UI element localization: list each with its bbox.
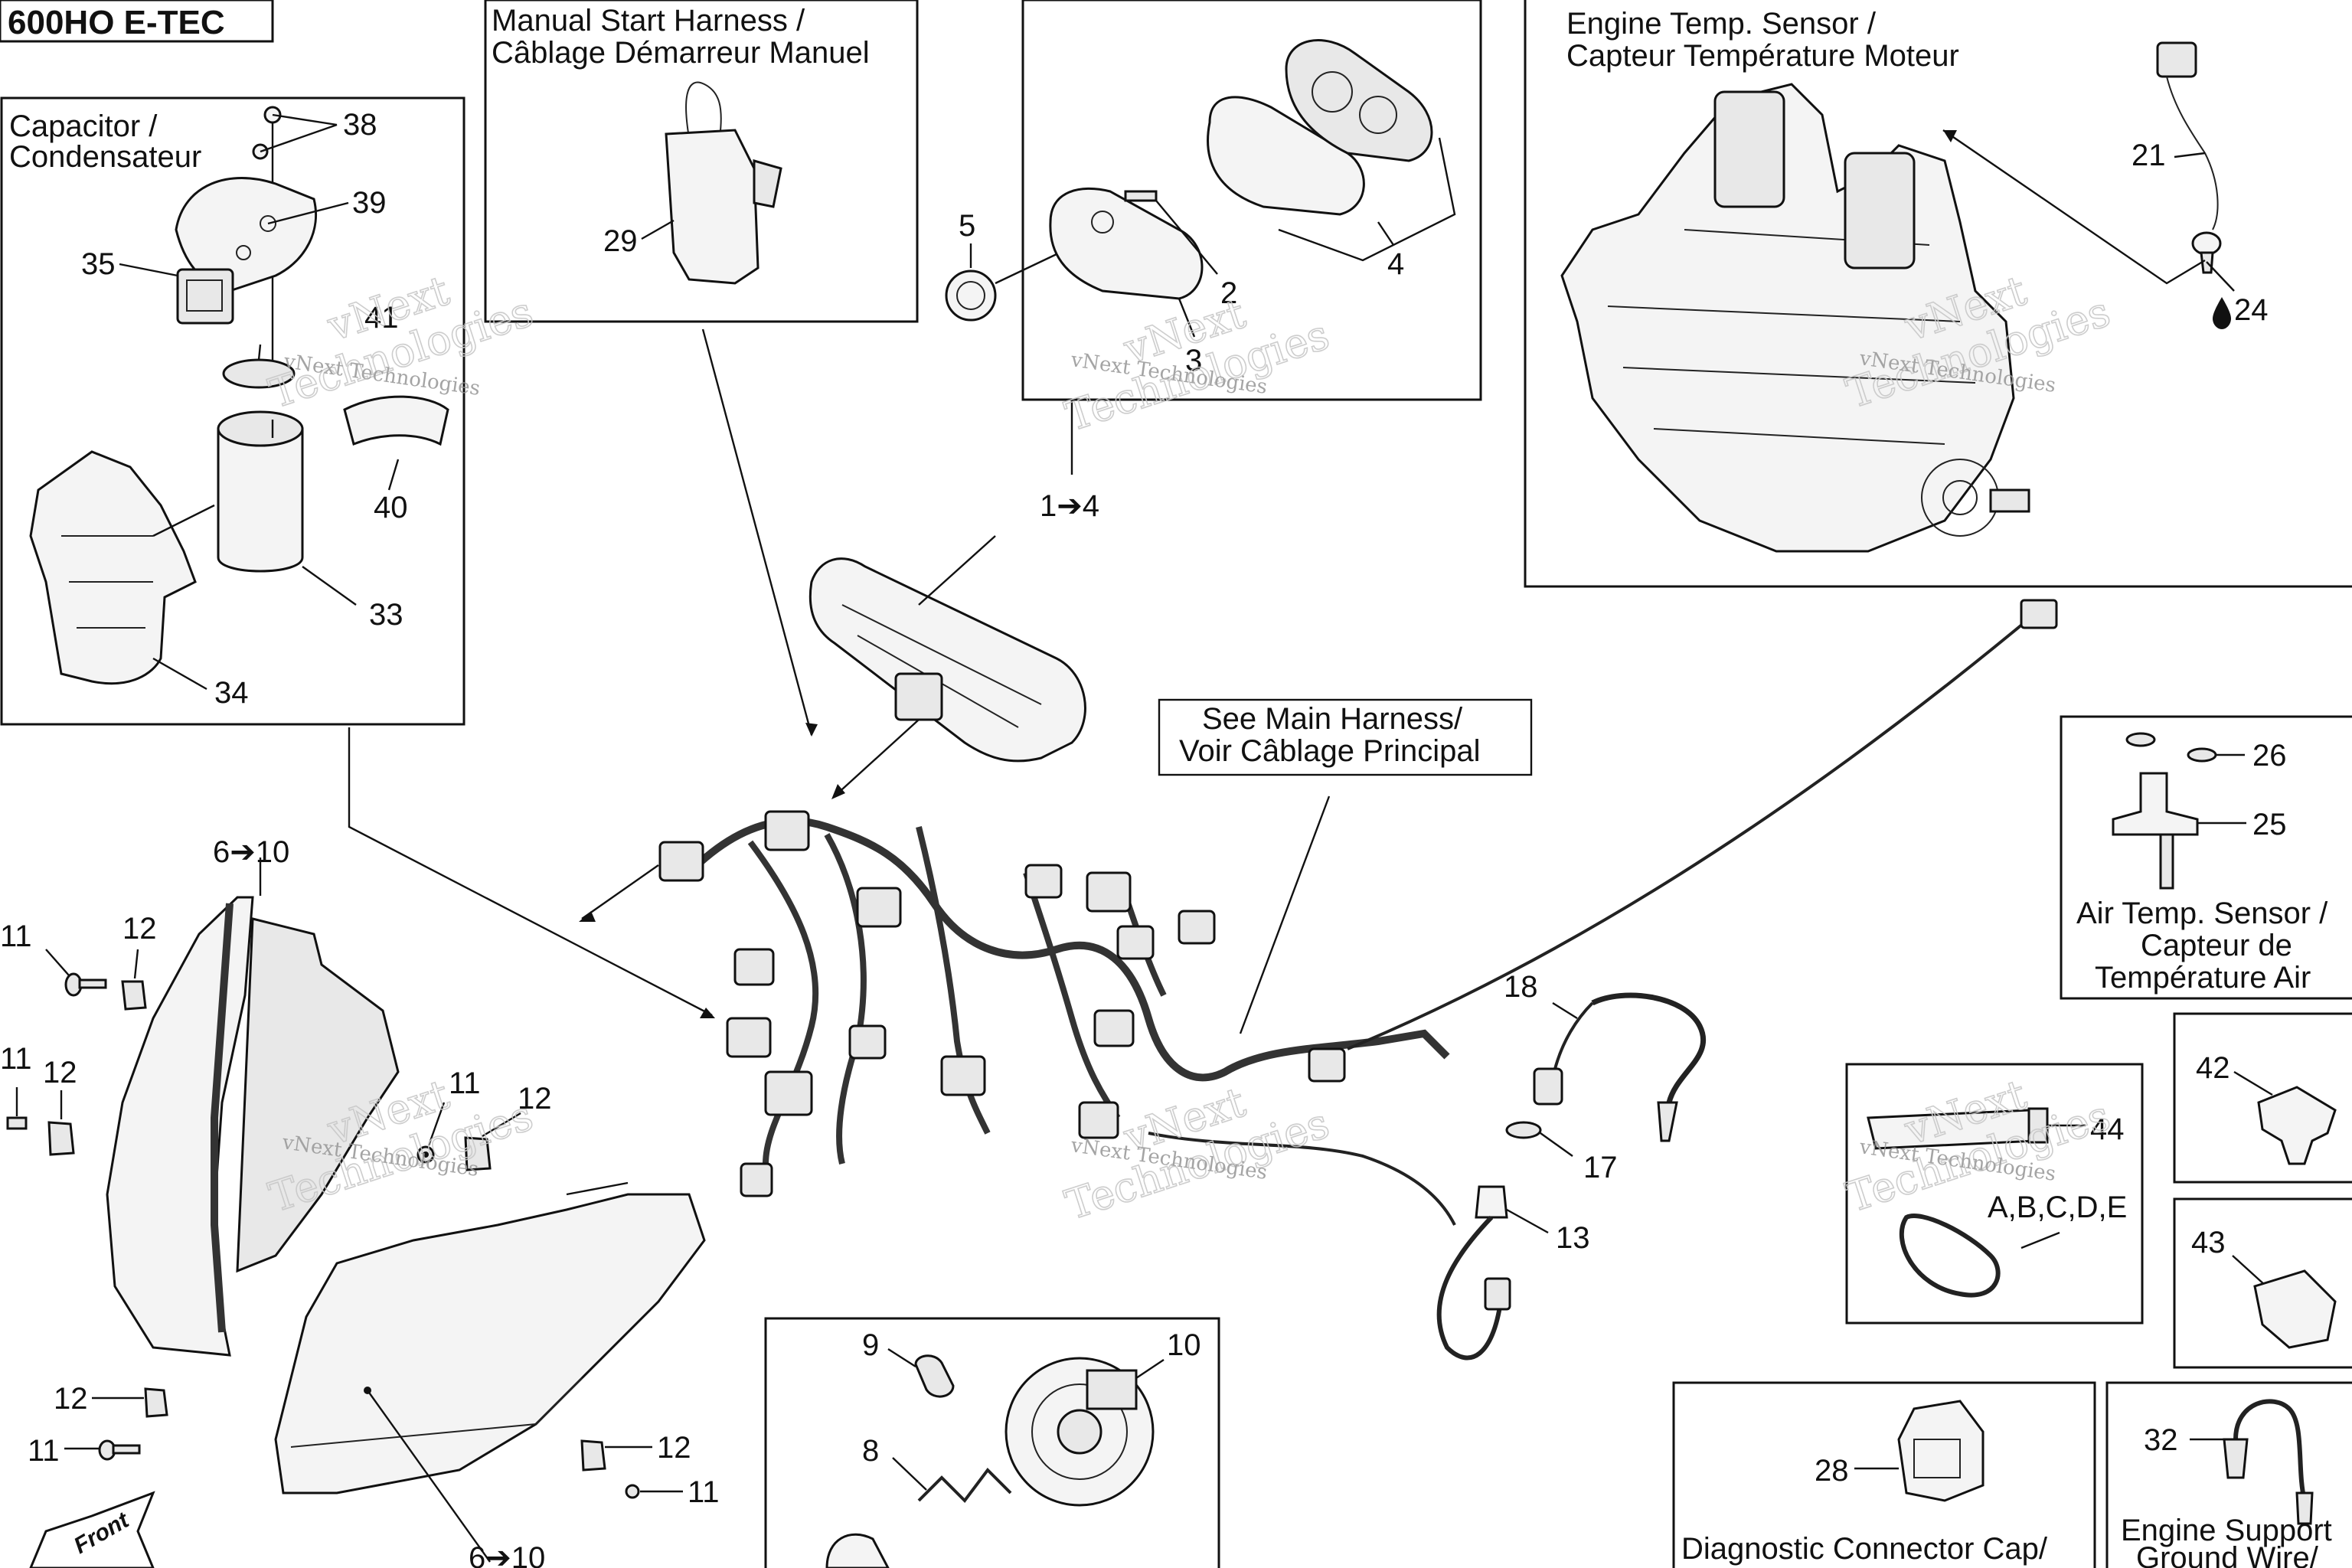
- callout-11-a: 11: [0, 920, 32, 953]
- engine-support-box: 32 Engine Support Ground Wire/: [2105, 1381, 2352, 1568]
- callout-11-d: 11: [28, 1434, 60, 1468]
- engine-support-label-en: Engine Support: [2121, 1514, 2332, 1547]
- callout-34: 34: [214, 676, 249, 710]
- bulb-box: 9 10 8: [764, 1317, 1220, 1568]
- callout-3: 3: [1185, 344, 1202, 377]
- callout-5: 5: [959, 209, 975, 243]
- callout-4: 4: [1387, 247, 1404, 281]
- air-temp-label-fr1: Capteur de: [2141, 929, 2292, 962]
- callout-33: 33: [369, 598, 403, 632]
- callout-41: 41: [364, 301, 399, 335]
- headlight-lens: 6➔10: [274, 1181, 706, 1568]
- callout-40: 40: [374, 491, 408, 524]
- manual-start-label-fr: Câblage Démarreur Manuel: [492, 36, 870, 70]
- watermarks: vNext Technologies vNext Technologies vN…: [263, 266, 2116, 1230]
- callout-42: 42: [2196, 1051, 2230, 1085]
- callout-25: 25: [2252, 808, 2287, 841]
- air-temp-box: 26 25 Air Temp. Sensor / Capteur de Temp…: [2060, 715, 2352, 1000]
- part-44-box: 44 A,B,C,D,E: [1845, 1063, 2144, 1325]
- diagnostic-label: Diagnostic Connector Cap/: [1681, 1532, 2048, 1566]
- callout-11-b: 11: [0, 1042, 32, 1076]
- headlight-housing: 6➔10: [106, 835, 400, 1357]
- callout-12-a: 12: [122, 912, 157, 946]
- callout-12-b: 12: [43, 1056, 77, 1089]
- callout-24: 24: [2234, 293, 2269, 327]
- callout-44: 44: [2090, 1112, 2125, 1146]
- callout-12-e: 12: [657, 1431, 691, 1465]
- diagnostic-box: 28 Diagnostic Connector Cap/: [1672, 1381, 2096, 1568]
- capacitor-box: Capacitor / Condensateur 38: [0, 96, 466, 726]
- callout-29: 29: [603, 224, 638, 258]
- callout-39: 39: [352, 186, 387, 220]
- callout-11-c: 11: [449, 1067, 481, 1100]
- capacitor-label-en: Capacitor /: [9, 109, 158, 143]
- callout-26: 26: [2252, 739, 2287, 773]
- callout-17: 17: [1583, 1151, 1618, 1184]
- tether-cord: 18 17 13: [1436, 970, 1707, 1361]
- callout-38: 38: [343, 108, 377, 142]
- callout-1-4: 1➔4: [1040, 489, 1099, 523]
- capacitor-label-fr: Condensateur: [9, 140, 201, 174]
- callout-8: 8: [862, 1434, 879, 1468]
- gauge-box: 5 2 3 4 1➔4: [945, 0, 1482, 523]
- callout-28: 28: [1815, 1454, 1849, 1488]
- callout-abcde: A,B,C,D,E: [1988, 1191, 2127, 1224]
- air-temp-label-fr2: Température Air: [2095, 961, 2311, 995]
- callout-18: 18: [1504, 970, 1538, 1004]
- part-43-box: 43: [2173, 1197, 2352, 1369]
- engine-temp-label-fr: Capteur Température Moteur: [1566, 39, 1959, 73]
- callout-6-10-bottom: 6➔10: [469, 1541, 545, 1568]
- engine-temp-box: Engine Temp. Sensor / Capteur Températur…: [1524, 0, 2352, 588]
- main-harness-label-fr: Voir Câblage Principal: [1179, 734, 1481, 768]
- callout-35: 35: [81, 247, 116, 281]
- callout-9: 9: [862, 1328, 879, 1362]
- air-temp-label-en: Air Temp. Sensor /: [2076, 897, 2328, 930]
- engine-temp-label-en: Engine Temp. Sensor /: [1566, 7, 1877, 41]
- engine-support-label-fr: Ground Wire/: [2136, 1541, 2319, 1568]
- callout-12-c: 12: [518, 1082, 552, 1116]
- callout-6-10-top: 6➔10: [213, 835, 289, 869]
- callout-2: 2: [1220, 276, 1237, 310]
- front-arrow: Front: [29, 1491, 155, 1568]
- diagram-title: 600HO E-TEC: [8, 4, 225, 41]
- drop-icon: [2213, 297, 2231, 329]
- callout-10-bulb: 10: [1167, 1328, 1201, 1362]
- main-harness: See Main Harness/ Voir Câblage Principal: [348, 328, 2058, 1226]
- title-block: 600HO E-TEC: [0, 0, 274, 43]
- part-42-box: 42: [2173, 1012, 2352, 1184]
- manual-start-box: Manual Start Harness / Câblage Démarreur…: [484, 0, 919, 323]
- callout-32: 32: [2144, 1423, 2178, 1457]
- callout-21: 21: [2132, 139, 2166, 172]
- callout-11-e: 11: [688, 1475, 720, 1509]
- manual-start-label-en: Manual Start Harness /: [492, 4, 805, 38]
- callout-12-d: 12: [54, 1382, 88, 1416]
- fasteners: 11 12 11 12 11 12 12 11 12 11: [0, 912, 720, 1509]
- callout-43: 43: [2191, 1226, 2226, 1259]
- callout-13: 13: [1556, 1221, 1590, 1255]
- main-harness-label-en: See Main Harness/: [1202, 702, 1463, 736]
